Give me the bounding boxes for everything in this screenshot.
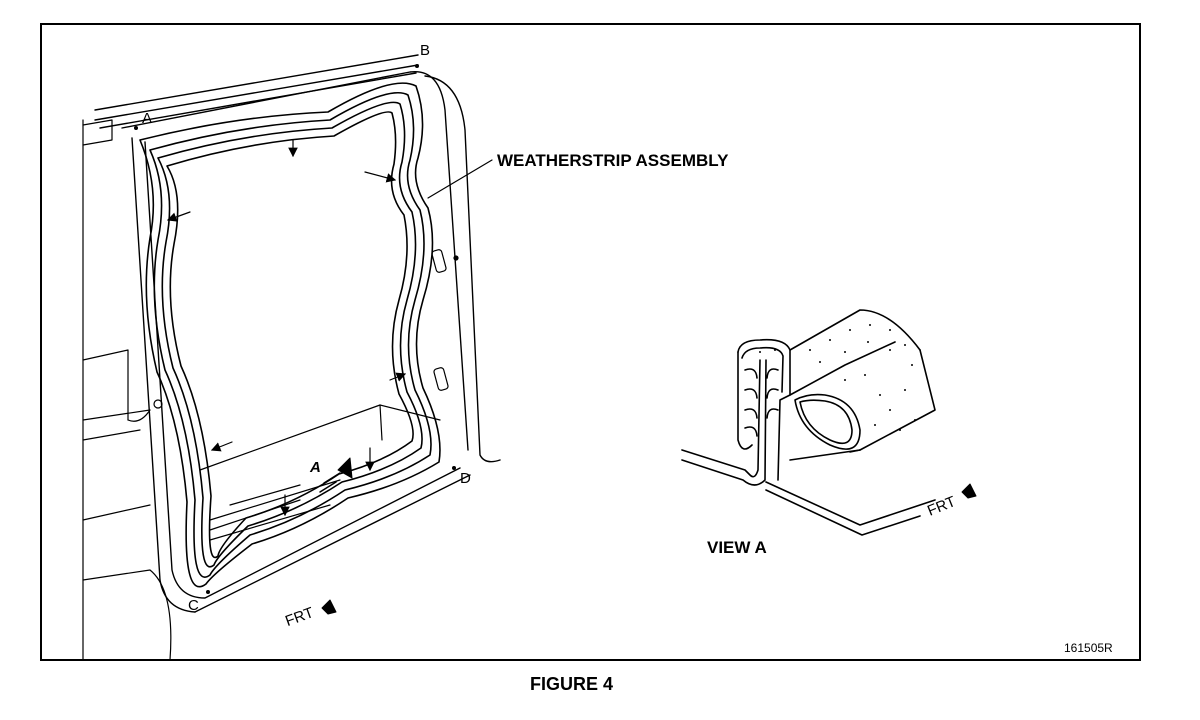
van-roof-rail <box>94 54 419 129</box>
point-c-label: C <box>188 597 199 614</box>
view-a-title: VIEW A <box>707 538 767 557</box>
frt-arrow-main <box>321 599 337 615</box>
point-a-label: A <box>142 110 153 127</box>
weatherstrip-loop <box>139 82 441 588</box>
van-side-panel <box>82 119 172 661</box>
frt-arrow-view <box>961 483 977 499</box>
part-number: 161505R <box>1064 641 1113 655</box>
point-markers <box>134 64 456 594</box>
view-a-detail <box>681 309 936 536</box>
point-b-label: B <box>420 42 431 59</box>
install-arrows <box>166 139 407 517</box>
figure-caption: FIGURE 4 <box>530 674 614 694</box>
weatherstrip-leader <box>427 159 493 199</box>
view-a-arrow <box>319 457 353 493</box>
view-a-marker-label: A <box>310 459 321 476</box>
door-latch <box>431 249 459 391</box>
weatherstrip-callout: WEATHERSTRIP ASSEMBLY <box>497 151 729 170</box>
door-opening-frame <box>121 70 501 613</box>
point-d-label: D <box>460 470 471 487</box>
figure-frame <box>40 23 1141 661</box>
view-a-stipple <box>759 324 916 431</box>
